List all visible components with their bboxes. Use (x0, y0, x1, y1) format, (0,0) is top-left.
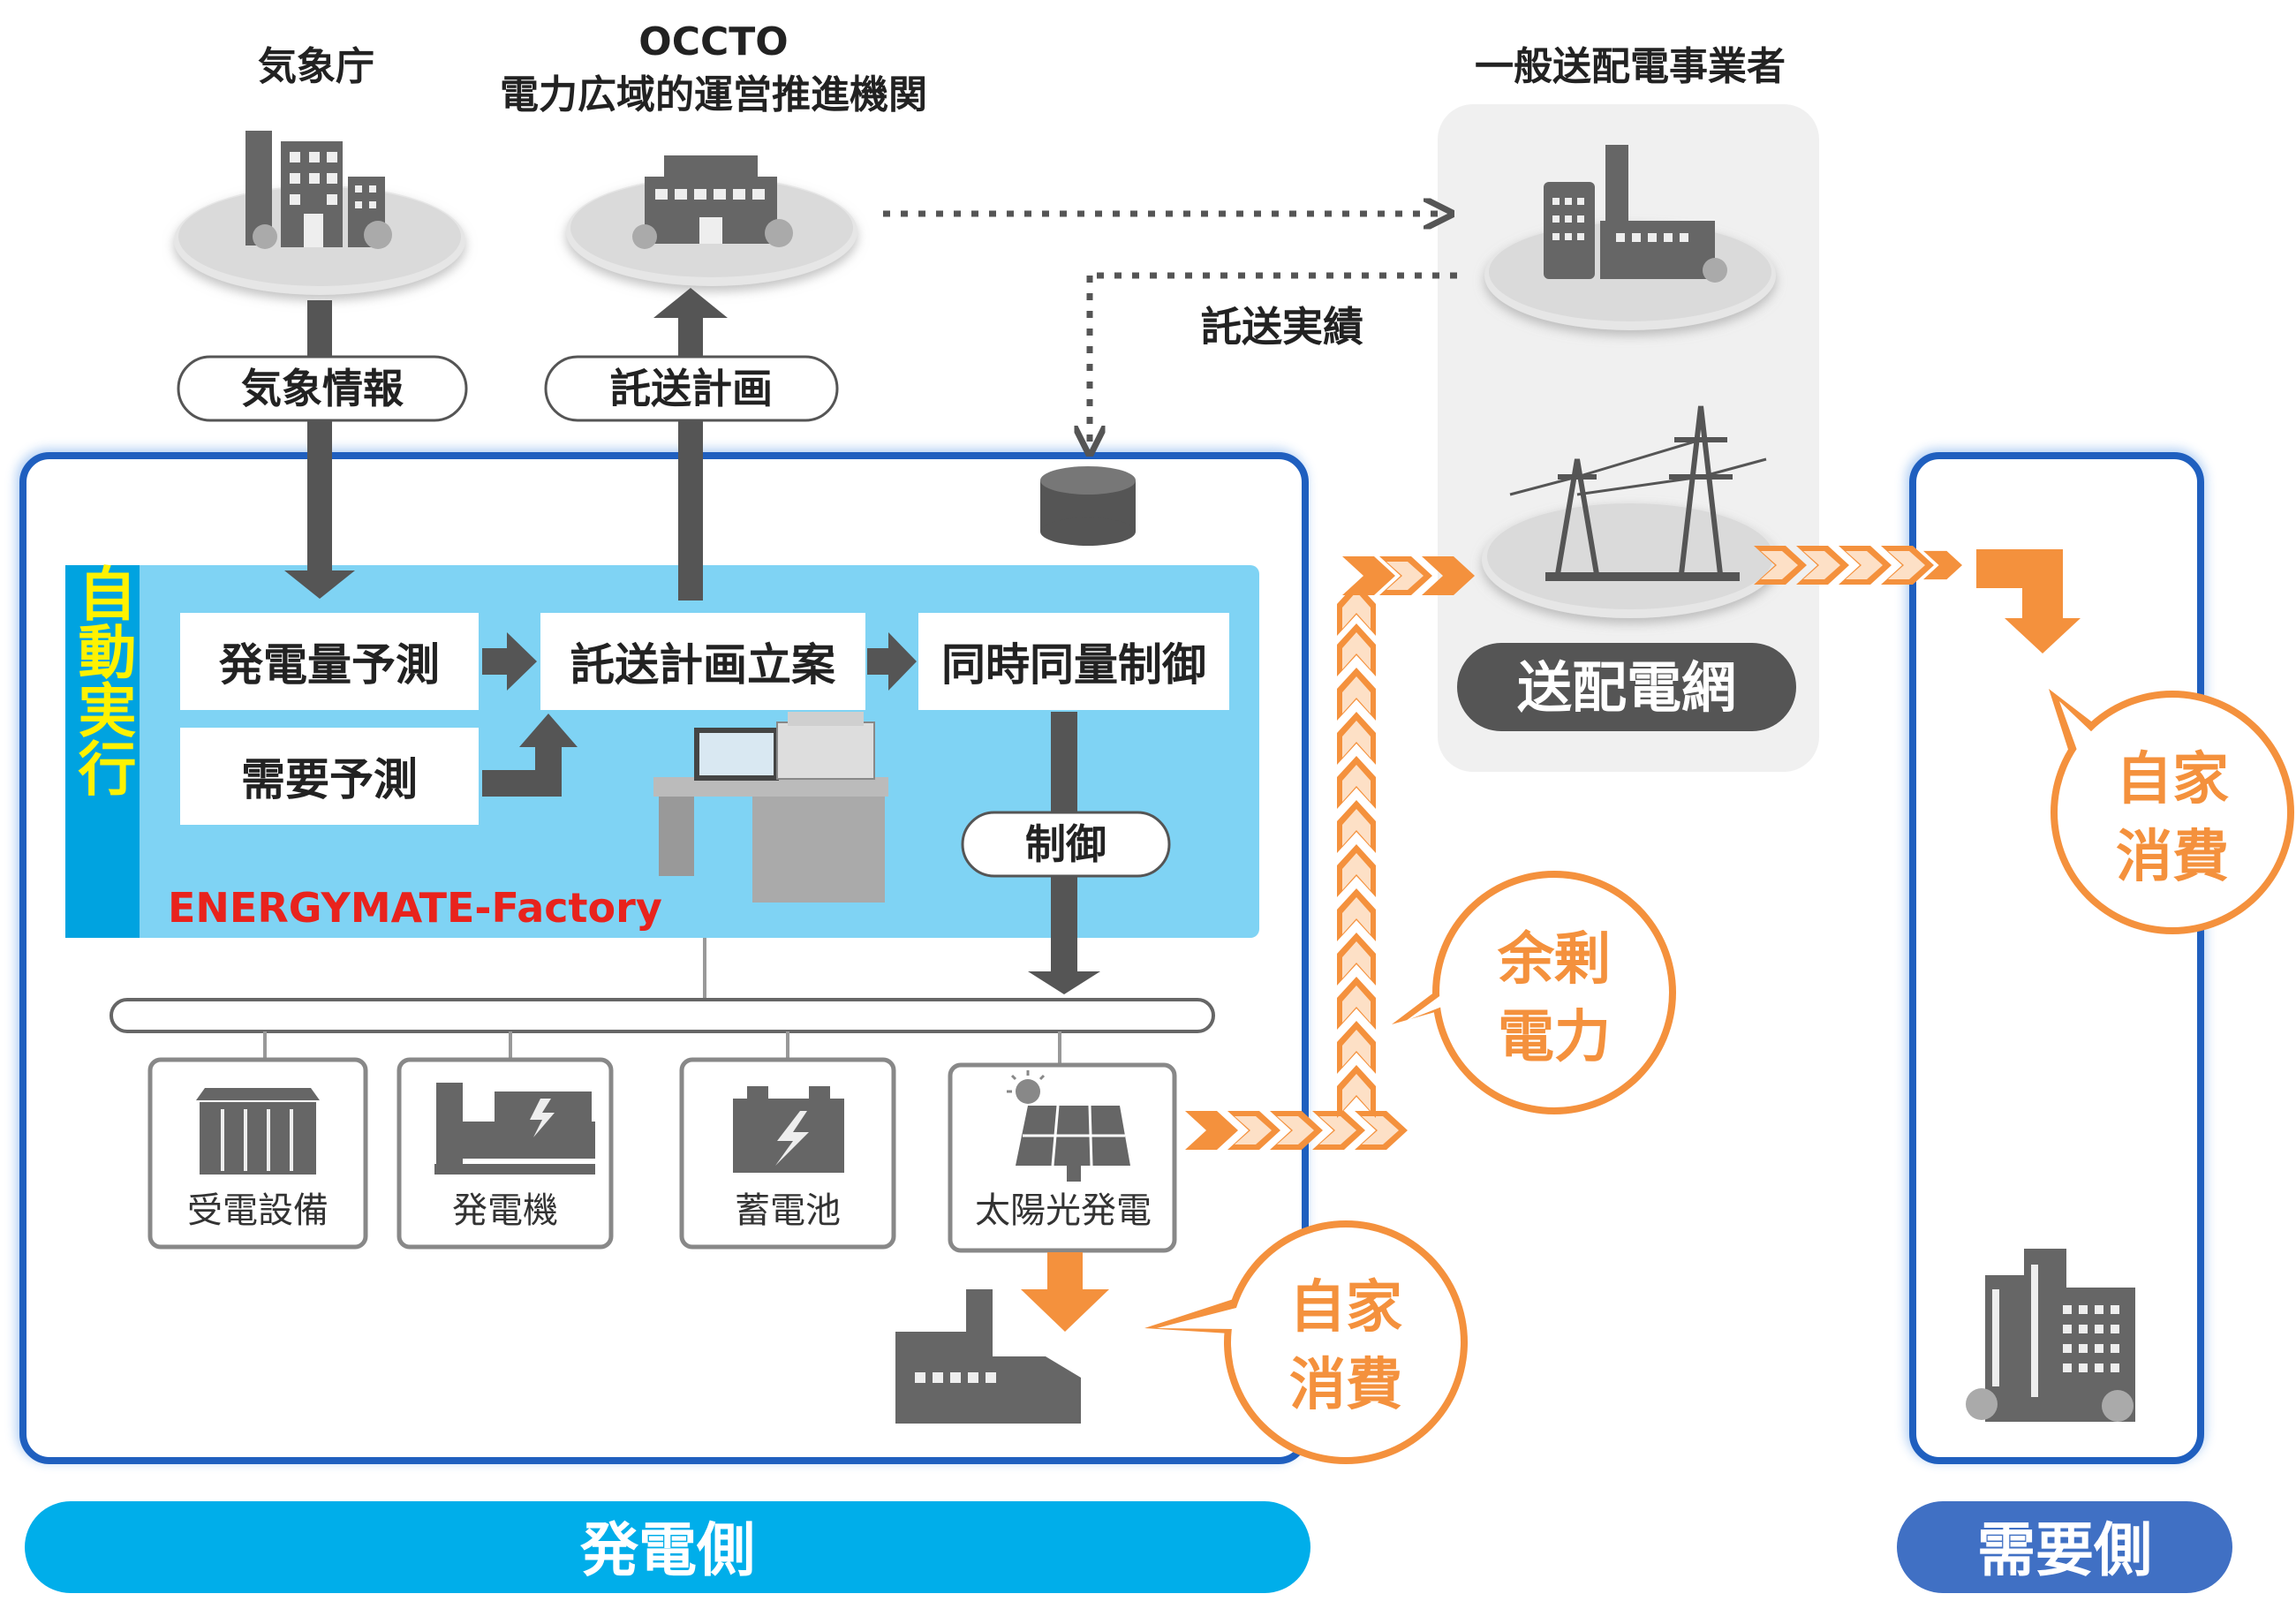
svg-text:余剰: 余剰 (1497, 927, 1611, 993)
substation-icon (196, 1088, 320, 1175)
svg-text:発電側: 発電側 (580, 1516, 755, 1584)
transmission-plan-pill (544, 355, 839, 422)
occto-node: OCCTO 電力広域的運営推進機関 (500, 19, 927, 286)
bubble-self-use-gen: 自家 消費 (1144, 1220, 1468, 1464)
svg-text:発電量予測: 発電量予測 (219, 639, 440, 691)
svg-text:消費: 消費 (2116, 825, 2229, 890)
generation-side-bar: 発電側 (25, 1501, 1310, 1593)
bubble-self-use-demand: 自家 消費 (2049, 689, 2294, 934)
grid-label-pill (1457, 643, 1796, 731)
jma-node: 気象庁 (174, 44, 465, 295)
step-gen-forecast: 発電量予測 (180, 613, 479, 710)
product-name: ENERGYMATE-Factory (168, 884, 662, 932)
demand-bent-arrow (1976, 549, 2081, 653)
svg-text:電力: 電力 (1498, 1005, 1611, 1070)
grid-label: 送配電網 (1517, 655, 1736, 720)
transmission-plan-arrow: 託送計画 (544, 288, 839, 601)
bubble-surplus-power: 余剰 電力 (1392, 871, 1676, 1114)
device-battery: 蓄電池 (679, 1057, 896, 1250)
weather-info-arrow: 気象情報 (177, 300, 468, 599)
office-building-icon (632, 155, 793, 249)
office-buildings-icon (245, 131, 392, 249)
svg-text:同時同量制御: 同時同量制御 (941, 639, 1206, 691)
device-substation: 受電設備 (147, 1057, 368, 1250)
transmission-plan-label: 託送計画 (610, 365, 773, 412)
device-solar: 太陽光発電 (948, 1062, 1177, 1253)
auto-execute-label: 自動実行 (69, 563, 137, 797)
svg-text:受電設備: 受電設備 (187, 1190, 329, 1231)
control-label: 制御 (1025, 820, 1106, 868)
database-icon (1040, 466, 1136, 546)
step-balancing: 同時同量制御 (918, 613, 1229, 710)
solar-panel-icon (1007, 1070, 1130, 1182)
transmission-tower-icon (1482, 405, 1779, 618)
factory-icon (895, 1289, 1081, 1424)
svg-text:需要側: 需要側 (1977, 1516, 2152, 1584)
dotted-link-to-tso: 託送実績 (883, 214, 1457, 450)
weather-info-pill (177, 355, 468, 422)
weather-info-label: 気象情報 (241, 365, 404, 412)
step-demand-forecast: 需要予測 (180, 728, 479, 825)
demand-side-bar: 需要側 (1897, 1501, 2232, 1593)
step-plan-making: 託送計画立案 (540, 613, 865, 710)
tso-node: 一般送配電事業者 (1457, 44, 1796, 731)
transmission-results-label: 託送実績 (1201, 303, 1363, 351)
svg-text:消費: 消費 (1289, 1353, 1402, 1418)
svg-text:自家: 自家 (2116, 747, 2229, 812)
step-arrows (482, 632, 917, 797)
occto-label-2: 電力広域的運営推進機関 (500, 72, 927, 117)
ems-workstation-icon (653, 712, 888, 903)
device-bus (110, 938, 1215, 1063)
power-plant-icon (1544, 145, 1727, 283)
svg-text:需要予測: 需要予測 (241, 754, 418, 805)
svg-text:蓄電池: 蓄電池 (735, 1190, 841, 1231)
control-arrow: 制御 (961, 712, 1171, 994)
svg-text:自家: 自家 (1289, 1275, 1402, 1341)
control-pill (961, 811, 1171, 878)
demand-building-icon (1966, 1249, 2135, 1422)
svg-text:託送計画立案: 託送計画立案 (570, 639, 836, 691)
svg-text:発電機: 発電機 (452, 1190, 558, 1231)
self-use-arrow-gen (1021, 1252, 1109, 1332)
generator-icon (434, 1083, 595, 1175)
device-generator: 発電機 (397, 1057, 614, 1250)
occto-label-1: OCCTO (638, 19, 788, 64)
tso-label: 一般送配電事業者 (1475, 44, 1786, 89)
auto-bar (65, 565, 140, 938)
svg-text:太陽光発電: 太陽光発電 (975, 1190, 1152, 1231)
battery-icon (733, 1086, 844, 1173)
jma-label: 気象庁 (258, 44, 374, 89)
